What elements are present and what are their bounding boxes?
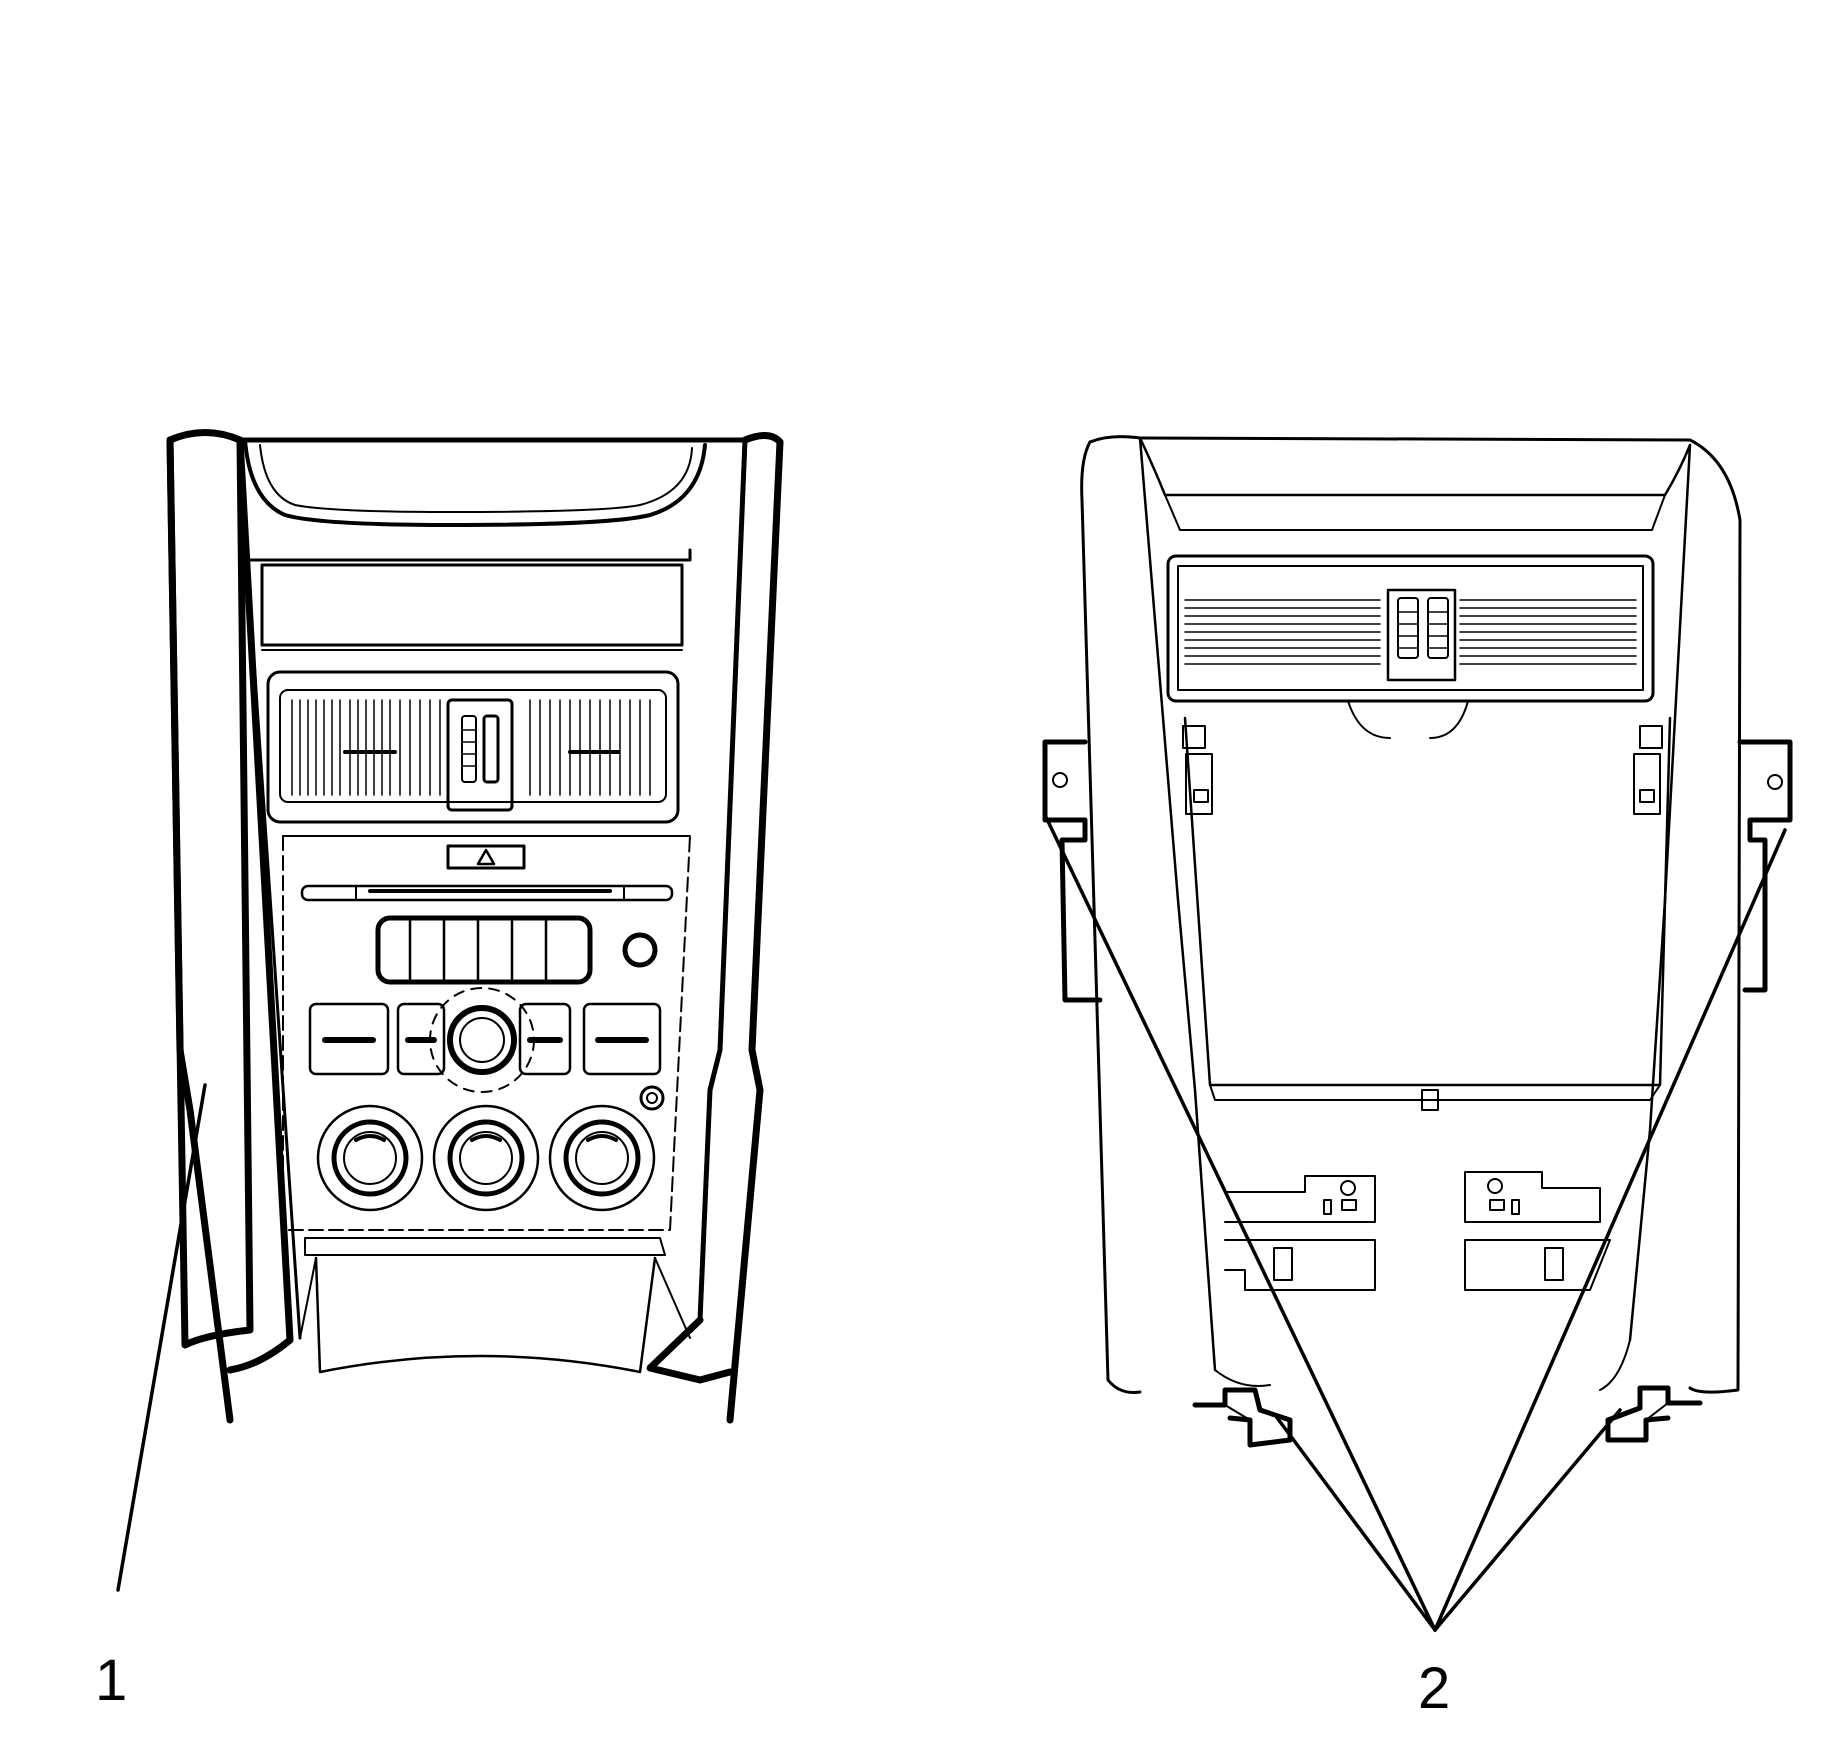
- rear-top-recess: [1138, 436, 1692, 497]
- rear-vent-louvers: [1184, 599, 1637, 665]
- console-rear-panel: [1042, 435, 1793, 1448]
- leader-lines: [116, 813, 1787, 1632]
- hvac-switch-right-1: [518, 1002, 572, 1076]
- center-rotary-knob: [429, 987, 535, 1093]
- center-vent-louvers-right: [529, 699, 651, 796]
- preset-button-strip: [375, 915, 593, 985]
- hazard-triangle-icon: [476, 848, 496, 866]
- display-window: [260, 563, 684, 647]
- callout-label-2: 2: [1418, 1656, 1450, 1721]
- mount-bracket-right: [1737, 739, 1793, 993]
- lower-clip-housing-right: [1464, 1171, 1611, 1291]
- leader-line-1: [116, 1083, 207, 1592]
- cd-slot: [300, 884, 674, 902]
- rear-vent-assembly: [1166, 554, 1655, 703]
- mount-bracket-left: [1042, 739, 1103, 1003]
- lower-clip-housing-left: [1224, 1175, 1376, 1291]
- clip-tab-upper-right: [1639, 725, 1663, 749]
- center-vent-louvers-left: [291, 699, 441, 796]
- lower-storage-tray: [314, 1256, 657, 1374]
- console-outer-bezel-right: [726, 432, 784, 1424]
- hvac-switch-right-2: [582, 1002, 662, 1076]
- climate-knob-center: [432, 1104, 540, 1212]
- upper-storage-pocket: [243, 438, 707, 527]
- hvac-switch-left-2: [396, 1002, 446, 1076]
- climate-knob-right: [548, 1104, 656, 1212]
- retaining-tab-right: [1605, 1385, 1703, 1443]
- rear-main-opening: [1183, 716, 1672, 1087]
- hvac-switch-left-1: [308, 1002, 390, 1076]
- leader-line-2d: [1433, 1408, 1622, 1632]
- vent-adjuster: [446, 698, 514, 812]
- audio-knob-small: [622, 932, 658, 968]
- small-indicator-button: [639, 1085, 665, 1111]
- rear-outer-shell: [1088, 435, 1742, 1394]
- leader-line-2b: [1433, 828, 1787, 1632]
- console-outer-bezel: [166, 429, 254, 1349]
- clip-tab-upper-left: [1182, 725, 1206, 749]
- center-vent-housing: [266, 670, 680, 824]
- console-front-panel: [166, 429, 784, 1424]
- leader-line-2c: [1273, 1413, 1437, 1632]
- leader-line-2a: [1043, 813, 1437, 1632]
- hazard-switch: [446, 844, 526, 870]
- climate-knob-left: [316, 1104, 424, 1212]
- callout-label-1: 1: [95, 1648, 127, 1713]
